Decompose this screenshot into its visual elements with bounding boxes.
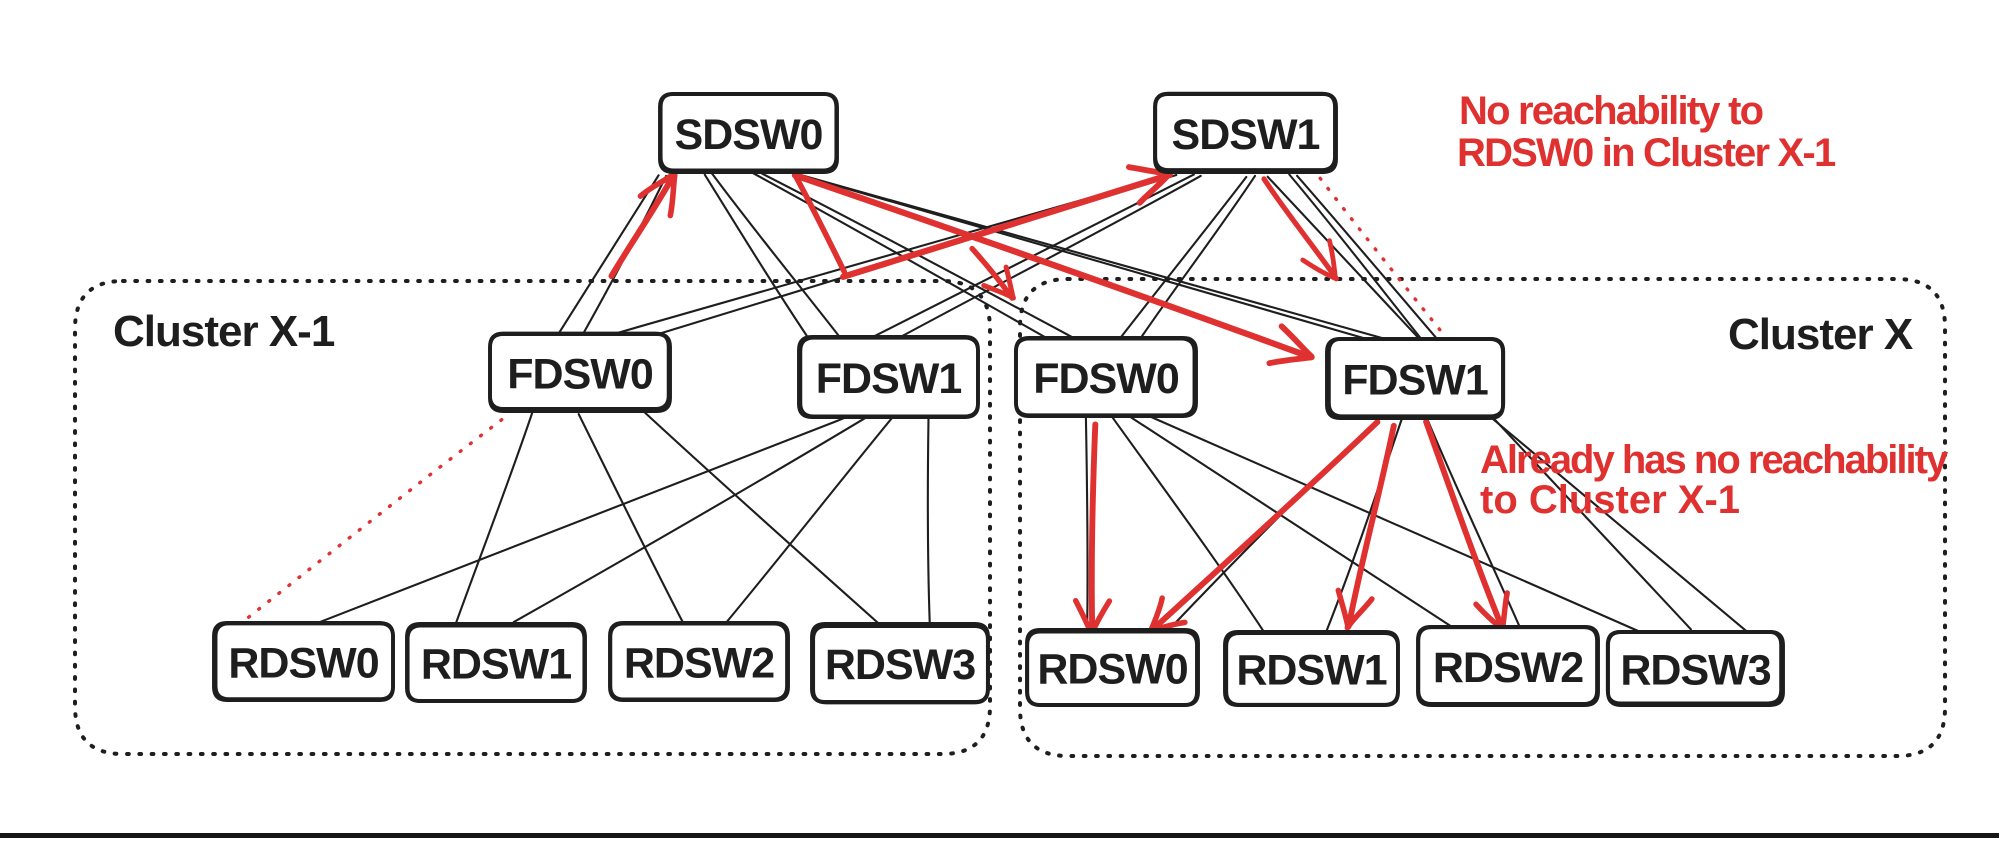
svg-text:RDSW1: RDSW1 [421,641,571,689]
svg-text:Already has no reachability: Already has no reachability [1480,438,1949,482]
svg-text:No reachability to: No reachability to [1459,89,1763,133]
svg-text:RDSW2: RDSW2 [1433,644,1583,692]
svg-text:FDSW1: FDSW1 [816,355,962,403]
svg-text:RDSW1: RDSW1 [1236,647,1386,695]
svg-text:RDSW2: RDSW2 [624,640,774,688]
svg-text:RDSW3: RDSW3 [825,641,975,689]
svg-text:FDSW0: FDSW0 [507,351,653,399]
svg-text:Cluster X-1: Cluster X-1 [113,307,335,356]
svg-text:FDSW1: FDSW1 [1342,357,1488,405]
svg-text:RDSW0: RDSW0 [1037,646,1187,694]
svg-text:Cluster X: Cluster X [1728,310,1913,359]
svg-text:SDSW1: SDSW1 [1172,111,1320,159]
svg-text:SDSW0: SDSW0 [675,111,823,159]
svg-text:RDSW0: RDSW0 [228,640,378,688]
svg-text:FDSW0: FDSW0 [1033,355,1179,403]
svg-text:RDSW3: RDSW3 [1620,647,1770,695]
svg-text:to Cluster X-1: to Cluster X-1 [1480,478,1740,522]
svg-text:RDSW0 in Cluster X-1: RDSW0 in Cluster X-1 [1457,131,1836,175]
